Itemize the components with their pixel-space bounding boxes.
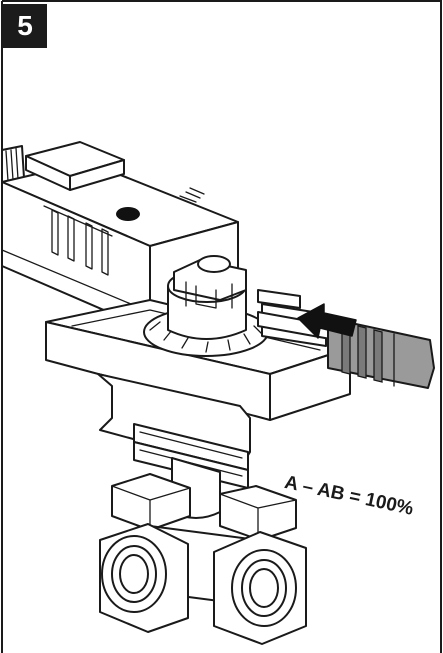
rotary-coupling — [143, 255, 269, 357]
step-number-badge: 5 — [3, 4, 47, 48]
status-led-icon — [116, 207, 140, 221]
push-arrow-icon — [297, 303, 357, 339]
three-way-valve-body — [99, 473, 307, 645]
valve-neck — [97, 373, 251, 519]
